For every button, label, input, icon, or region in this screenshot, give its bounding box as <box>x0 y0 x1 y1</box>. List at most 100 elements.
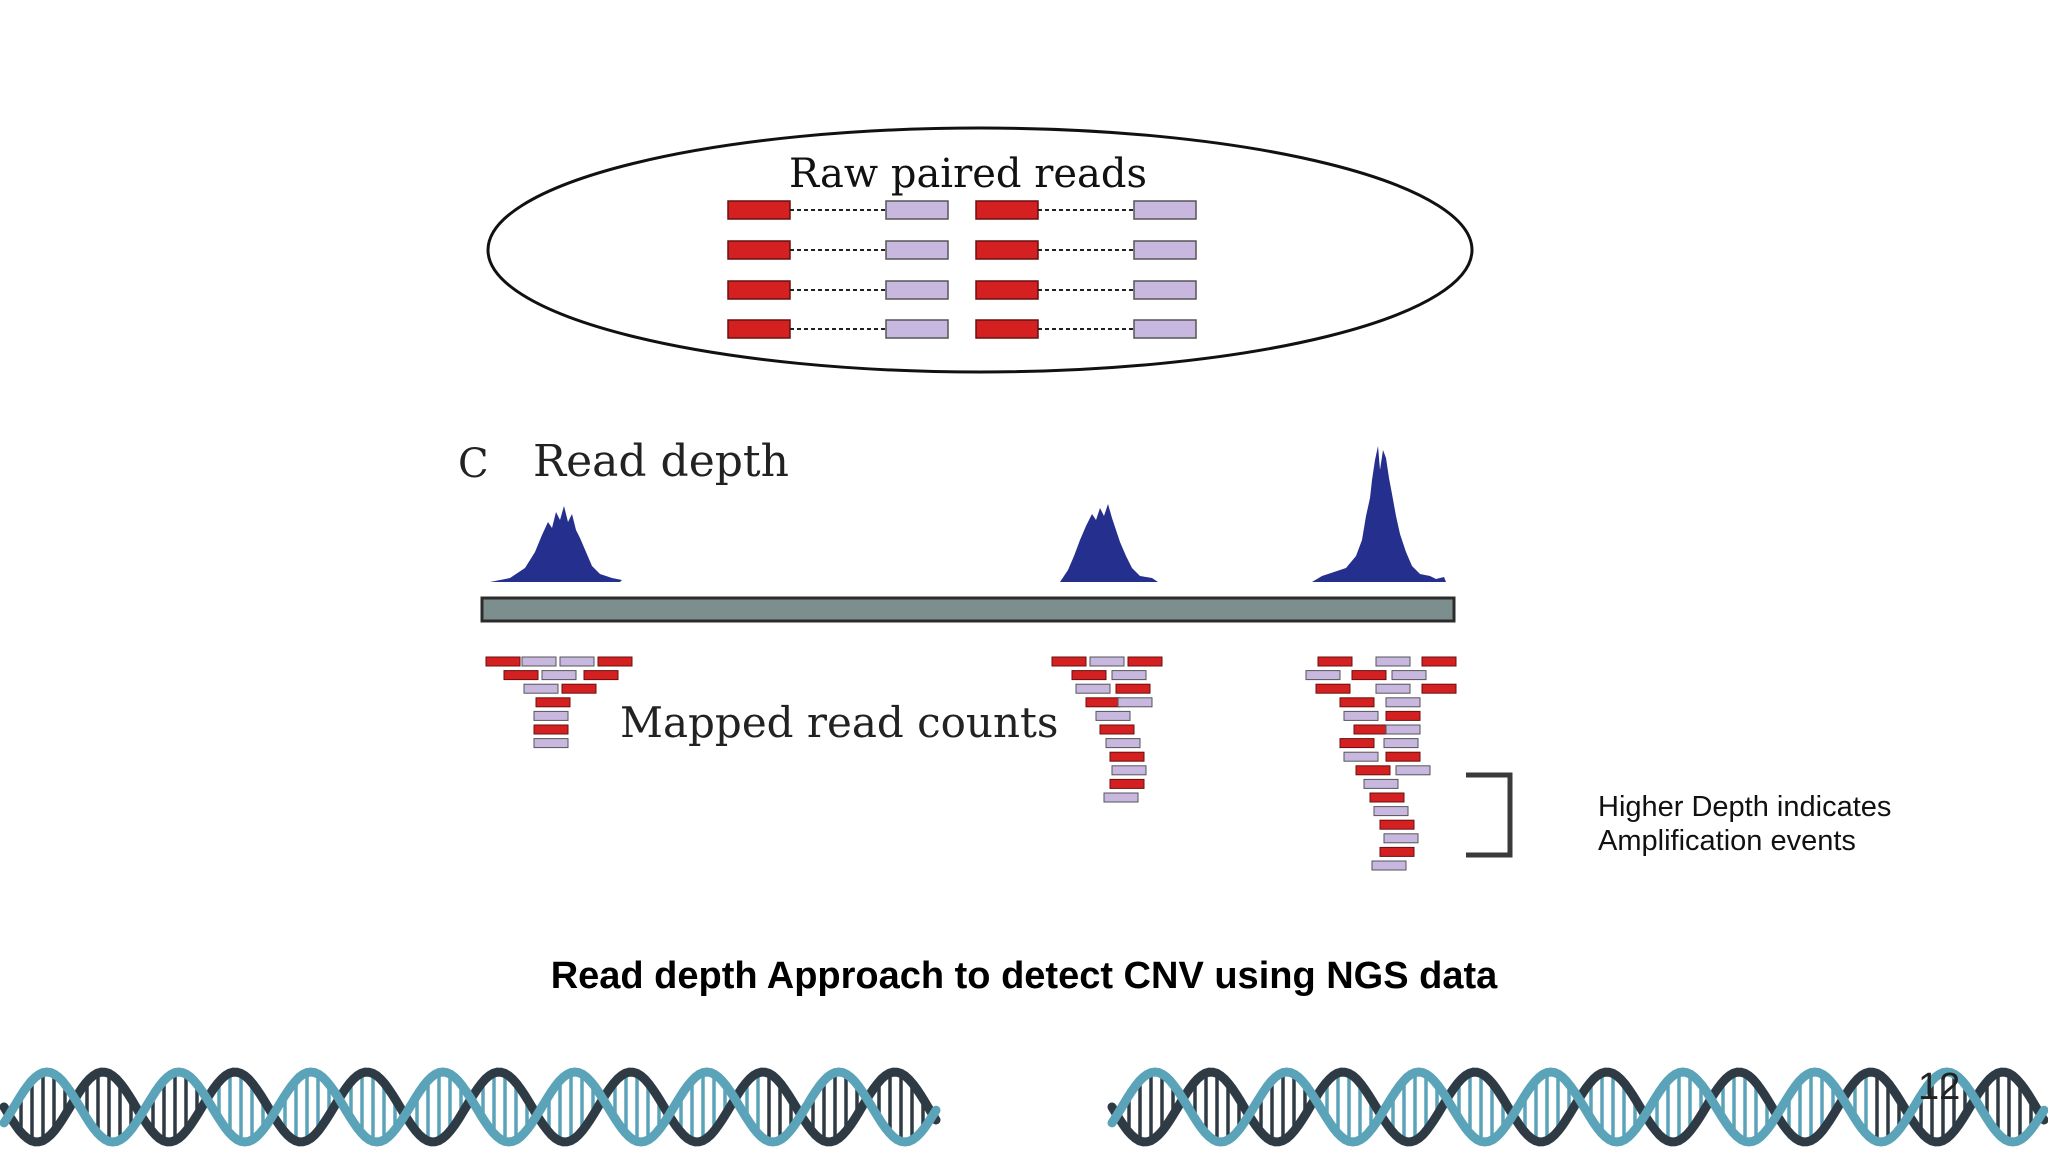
mapped-read-purple <box>1391 670 1427 681</box>
read-right <box>885 200 949 220</box>
read-left <box>975 319 1039 339</box>
mapped-read-red <box>1109 778 1145 789</box>
read-pair <box>727 200 949 220</box>
mapped-read-red <box>535 697 571 708</box>
mapped-read-red <box>1379 819 1415 830</box>
read-right <box>885 240 949 260</box>
mapped-read-red <box>1355 765 1391 776</box>
read-pair <box>975 240 1197 260</box>
raw-reads-panel: Raw paired reads <box>486 126 1474 374</box>
mapped-read-purple <box>1089 656 1125 667</box>
mapped-read-red <box>1421 683 1457 694</box>
depth-peak-2 <box>1060 504 1158 582</box>
mapped-read-purple <box>1363 778 1399 789</box>
read-right <box>1133 200 1197 220</box>
mapped-read-purple <box>1111 670 1147 681</box>
read-pair <box>975 200 1197 220</box>
read-right <box>1133 280 1197 300</box>
mapped-read-purple <box>1383 833 1419 844</box>
mapped-read-red <box>1353 724 1389 735</box>
read-left <box>975 200 1039 220</box>
raw-read-pairs <box>727 200 1197 339</box>
mapped-read-purple <box>559 656 595 667</box>
note-line-2: Amplification events <box>1598 825 1856 857</box>
mapped-read-red <box>1379 846 1415 857</box>
mapped-read-purple <box>533 710 569 721</box>
read-left <box>975 280 1039 300</box>
mapped-read-purple <box>533 738 569 749</box>
dna-helix-right-icon <box>1107 1067 2048 1147</box>
mapped-read-red <box>1369 792 1405 803</box>
read-right <box>885 280 949 300</box>
panel-letter: C <box>458 441 489 487</box>
mapped-read-red <box>1085 697 1121 708</box>
genome-bar <box>480 596 1456 623</box>
mapped-read-red <box>533 724 569 735</box>
read-depth-panel: C Read depth Mapped read counts <box>458 436 1513 871</box>
slide-caption: Read depth Approach to detect CNV using … <box>550 955 1498 997</box>
mapped-read-red <box>1099 724 1135 735</box>
mapped-read-purple <box>521 656 557 667</box>
page-number: 12 <box>1918 1066 1961 1108</box>
mapped-read-purple <box>541 670 577 681</box>
mapped-read-red <box>1339 738 1375 749</box>
mapped-read-purple <box>1095 710 1131 721</box>
mapped-read-red <box>1421 656 1457 667</box>
dna-helix-left-icon <box>0 1067 941 1147</box>
mapped-read-red <box>1071 670 1107 681</box>
mapped-read-red <box>583 670 619 681</box>
raw-reads-ellipse <box>486 126 1474 374</box>
mapped-read-purple <box>1385 724 1421 735</box>
read-left <box>727 280 791 300</box>
mapped-read-purple <box>1371 860 1407 871</box>
mapped-read-red <box>1385 751 1421 762</box>
raw-reads-label: Raw paired reads <box>789 151 1147 197</box>
mapped-read-purple <box>1375 683 1411 694</box>
dna-strand <box>0 1067 941 1147</box>
read-pair <box>727 319 949 339</box>
read-right <box>1133 319 1197 339</box>
mapped-reads <box>485 656 1457 871</box>
mapped-read-purple <box>1111 765 1147 776</box>
mapped-read-red <box>1317 656 1353 667</box>
mapped-read-purple <box>1103 792 1139 803</box>
read-pair <box>727 280 949 300</box>
mapped-read-red <box>597 656 633 667</box>
mapped-read-red <box>1127 656 1163 667</box>
amplification-bracket <box>1466 772 1513 858</box>
read-left <box>975 240 1039 260</box>
depth-peak-1 <box>490 506 622 582</box>
mapped-read-red <box>1339 697 1375 708</box>
read-right <box>1133 240 1197 260</box>
mapped-read-purple <box>1343 751 1379 762</box>
mapped-read-red <box>1351 670 1387 681</box>
mapped-read-purple <box>1105 738 1141 749</box>
mapped-read-purple <box>1385 697 1421 708</box>
mapped-read-red <box>1385 710 1421 721</box>
mapped-read-purple <box>1395 765 1431 776</box>
mapped-read-red <box>503 670 539 681</box>
mapped-read-red <box>1315 683 1351 694</box>
read-pair <box>727 240 949 260</box>
read-left <box>727 200 791 220</box>
mapped-read-purple <box>1383 738 1419 749</box>
note-line-1: Higher Depth indicates <box>1598 791 1892 823</box>
mapped-read-purple <box>1075 683 1111 694</box>
mapped-read-purple <box>1343 710 1379 721</box>
mapped-read-red <box>1109 751 1145 762</box>
mapped-read-purple <box>523 683 559 694</box>
read-left <box>727 319 791 339</box>
read-pair <box>975 280 1197 300</box>
mapped-read-purple <box>1117 697 1153 708</box>
read-right <box>885 319 949 339</box>
read-left <box>727 240 791 260</box>
mapped-read-red <box>485 656 521 667</box>
read-depth-label: Read depth <box>533 436 789 487</box>
depth-peak-3 <box>1312 446 1446 582</box>
amplification-note: Higher Depth indicates Amplification eve… <box>1598 790 1891 858</box>
mapped-read-red <box>1115 683 1151 694</box>
mapped-read-red <box>1051 656 1087 667</box>
mapped-read-purple <box>1373 806 1409 817</box>
mapped-read-purple <box>1305 670 1341 681</box>
mapped-read-counts-label: Mapped read counts <box>620 698 1058 747</box>
